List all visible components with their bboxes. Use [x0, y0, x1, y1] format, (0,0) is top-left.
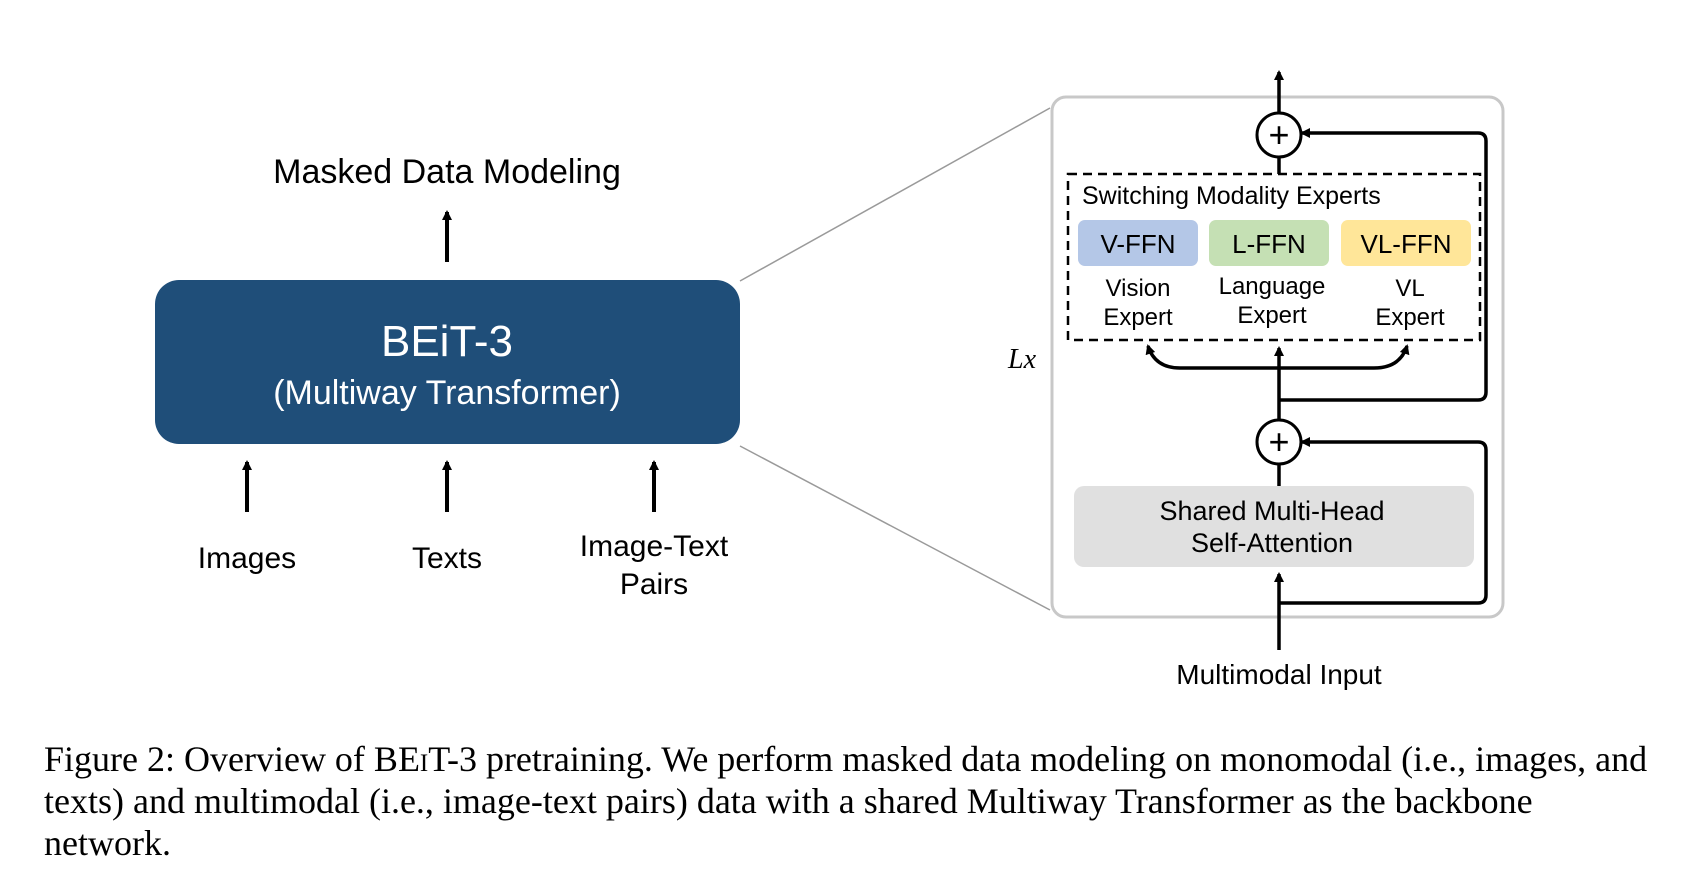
- zoom-line-bottom: [739, 445, 1051, 611]
- expert-desc-vision-1: Vision: [1106, 275, 1171, 302]
- experts-box: [1066, 172, 1482, 342]
- experts-title: Switching Modality Experts: [1082, 182, 1381, 210]
- figure-caption: Figure 2: Overview of BEiT-3 pretraining…: [44, 738, 1664, 864]
- expert-desc-language-2: Expert: [1237, 302, 1307, 329]
- add-symbol-top: +: [1268, 114, 1289, 155]
- caption-smallcaps: Ei: [397, 739, 429, 779]
- input-label-pairs-line2: Pairs: [620, 568, 688, 601]
- routing-left: [1145, 344, 1279, 370]
- zoom-line-top: [739, 107, 1051, 282]
- input-label-texts: Texts: [412, 542, 482, 575]
- expert-desc-language-1: Language: [1219, 273, 1326, 300]
- expert-name-vl: VL-FFN: [1361, 229, 1452, 259]
- residual-skip-top: [1279, 128, 1488, 402]
- attention-block: [1074, 486, 1474, 567]
- model-name: BEiT-3: [381, 317, 513, 366]
- model-block: [155, 280, 740, 444]
- attention-label-1: Shared Multi-Head: [1159, 496, 1384, 526]
- expert-desc-vision-2: Expert: [1103, 304, 1173, 331]
- caption-prefix: Figure 2: Overview of B: [44, 739, 398, 779]
- repeat-label: Lx: [1007, 344, 1037, 375]
- routing-right: [1279, 344, 1410, 370]
- input-label-pairs-line1: Image-Text: [580, 530, 729, 563]
- input-label-images: Images: [198, 542, 296, 575]
- attention-label-2: Self-Attention: [1191, 528, 1353, 558]
- expert-desc-vl-2: Expert: [1375, 304, 1445, 331]
- residual-skip-bottom: [1279, 437, 1488, 605]
- expert-block-vision: [1078, 220, 1198, 266]
- expert-desc-vl-1: VL: [1395, 275, 1424, 302]
- output-label: Masked Data Modeling: [273, 153, 621, 191]
- caption-text: T-3 pretraining. We perform masked data …: [44, 739, 1648, 863]
- expert-block-language: [1209, 220, 1329, 266]
- add-symbol-bottom: +: [1268, 421, 1289, 462]
- multimodal-input-label: Multimodal Input: [1176, 659, 1382, 690]
- expert-block-vl: [1341, 220, 1471, 266]
- expert-name-vision: V-FFN: [1100, 229, 1175, 259]
- expert-name-language: L-FFN: [1232, 229, 1306, 259]
- model-subtitle: (Multiway Transformer): [273, 374, 621, 412]
